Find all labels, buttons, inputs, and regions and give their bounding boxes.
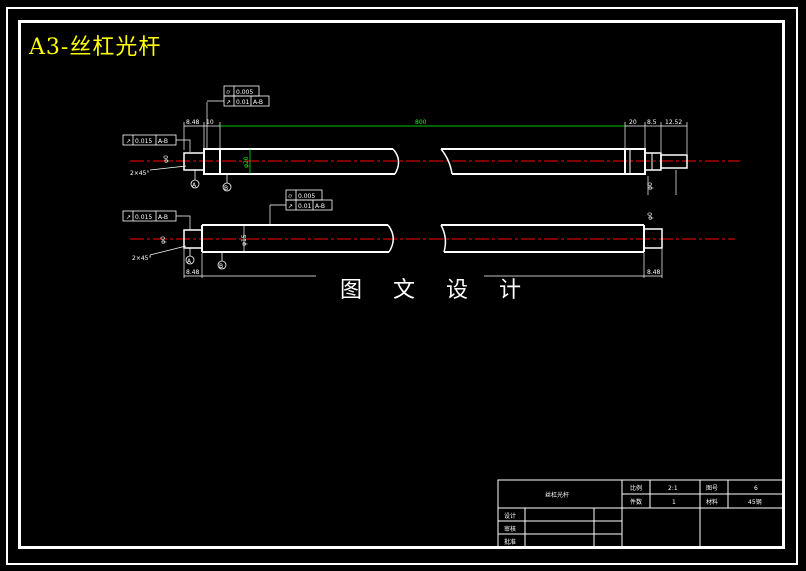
upper-length-dim: 800 — [415, 119, 427, 126]
lower-chamfer: 2×45° — [132, 255, 151, 262]
lower-left-dim: 8.48 — [186, 269, 200, 276]
tb-value-drawing-no: 6 — [754, 485, 758, 492]
title-block — [497, 479, 785, 548]
lower-dia-left: φ0 — [160, 236, 167, 244]
lower-tol2a-value: 0.005 — [298, 193, 315, 200]
upper-tol-frame-1 — [122, 134, 177, 146]
upper-tol2a-symbol: ⌭ — [226, 89, 231, 96]
lower-tol-frame-2 — [270, 189, 333, 211]
tb-value-material: 45钢 — [748, 498, 762, 506]
tb-label-check: 审核 — [504, 525, 516, 533]
upper-chamfer: 2×45° — [130, 170, 149, 177]
lower-datum-markers — [185, 248, 227, 270]
upper-tol1-datum: A-B — [158, 138, 168, 145]
upper-left-dim-1: 8.48 — [186, 119, 200, 126]
upper-dia-mid: φ20 — [243, 156, 250, 168]
tb-value-scale: 2:1 — [668, 485, 678, 492]
outer-border — [6, 7, 798, 565]
upper-left-dim-2: 10 — [206, 119, 214, 126]
upper-right-dim-1: 20 — [629, 119, 637, 126]
tb-label-scale: 比例 — [630, 484, 642, 492]
tb-part-name: 丝杠光杆 — [545, 491, 569, 499]
lower-tol2b-value: 0.01 — [298, 203, 312, 210]
upper-tol2b-symbol: ↗ — [226, 99, 231, 106]
lower-tol2b-datum: A-B — [315, 203, 325, 210]
lower-dia-right: φ0 — [647, 212, 654, 220]
upper-dia-right: φ0 — [647, 182, 654, 190]
upper-shaft — [130, 148, 740, 175]
upper-tol2a-value: 0.005 — [236, 89, 253, 96]
tb-label-drawing-no: 图号 — [706, 485, 718, 492]
tb-label-design: 设计 — [504, 512, 516, 520]
lower-shaft — [130, 224, 735, 253]
lower-datum-b: B — [219, 263, 223, 270]
upper-tol1-value: 0.015 — [135, 138, 152, 145]
upper-datum-b: B — [224, 185, 228, 192]
upper-tol2b-value: 0.01 — [236, 99, 250, 106]
lower-tol1-value: 0.015 — [135, 214, 152, 221]
upper-dia-left: φ0 — [163, 155, 170, 163]
tb-label-approve: 批准 — [504, 538, 516, 546]
lower-tol2b-symbol: ↗ — [288, 203, 293, 210]
lower-tol2a-symbol: ⌭ — [288, 193, 293, 200]
lower-tol1-datum: A-B — [158, 214, 168, 221]
lower-dia-mid: φ15 — [241, 234, 248, 246]
lower-tol1-symbol: ↗ — [126, 214, 131, 221]
upper-datum-markers — [190, 170, 232, 192]
upper-tol2b-datum: A-B — [253, 99, 263, 106]
upper-right-dim-3: 12.52 — [665, 119, 682, 126]
inner-border — [18, 20, 785, 549]
lower-dimensions — [149, 205, 663, 278]
tb-label-material: 材料 — [706, 498, 718, 506]
upper-tol-frame-2 — [207, 85, 270, 107]
watermark: 图 文 设 计 — [340, 278, 533, 303]
tb-value-number: 1 — [672, 499, 676, 506]
drawing-title: A3-丝杠光杆 — [29, 35, 162, 60]
lower-right-dim: 8.48 — [647, 269, 661, 276]
lower-tol-frame-1 — [122, 210, 177, 222]
upper-dimensions — [149, 102, 688, 195]
upper-tol1-symbol: ↗ — [126, 138, 131, 145]
upper-right-dim-2: 8.5 — [647, 119, 657, 126]
lower-datum-a: A — [187, 258, 192, 265]
upper-datum-a: A — [192, 182, 197, 189]
tb-label-number: 件数 — [630, 498, 642, 506]
